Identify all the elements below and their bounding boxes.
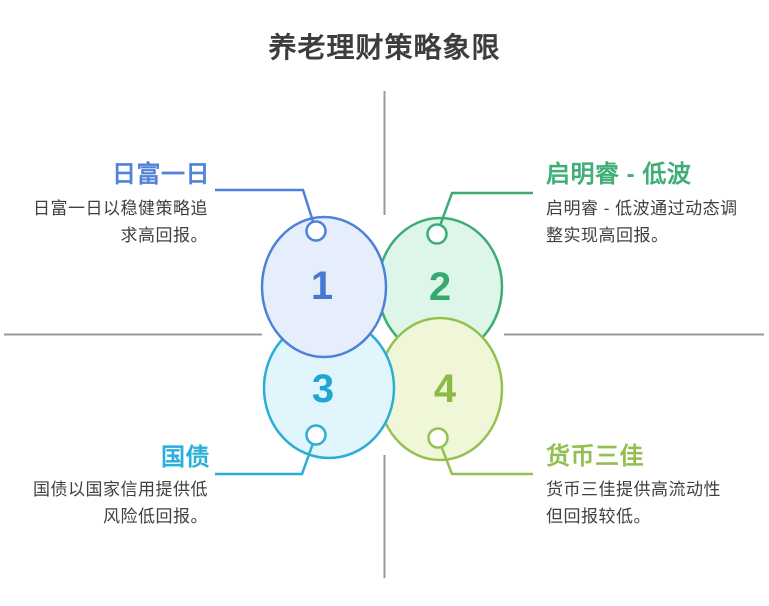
quadrant-3-description-line: 国债以国家信用提供低 (33, 480, 208, 499)
quadrant-circle-1 (260, 215, 388, 359)
anchor-ring-3 (305, 424, 327, 446)
quadrant-2-description-line: 启明睿 - 低波通过动态调 (546, 199, 738, 218)
circle-number-4: 4 (434, 367, 457, 411)
quadrant-2-description: 启明睿 - 低波通过动态调 整实现高回报。 (546, 195, 756, 249)
quadrant-3-description: 国债以国家信用提供低 风险低回报。 (30, 476, 208, 530)
quadrant-4-description: 货币三佳提供高流动性 但回报较低。 (546, 476, 756, 530)
circle-number-2: 2 (429, 265, 451, 309)
page-title: 养老理财策略象限 (268, 32, 501, 63)
quadrant-4-description-line: 但回报较低。 (546, 507, 651, 526)
quadrant-2-description-line: 整实现高回报。 (546, 226, 669, 245)
anchor-ring-2 (426, 223, 448, 245)
leader-line-3 (215, 434, 318, 476)
anchor-ring-4 (427, 427, 449, 449)
quadrant-1-description: 日富一日以稳健策略追 求高回报。 (30, 195, 208, 249)
quadrant-1-label: 日富一日 (112, 161, 210, 188)
quadrant-3-label: 国债 (161, 444, 210, 471)
quadrant-2-label: 启明睿 - 低波 (546, 161, 692, 188)
leader-line-2 (435, 191, 533, 235)
anchor-ring-1 (305, 220, 327, 242)
leader-line-1 (215, 188, 318, 232)
circle-number-1: 1 (311, 264, 333, 308)
leader-line-4 (436, 437, 533, 476)
quadrant-1-description-line: 求高回报。 (120, 226, 208, 245)
quadrant-4-label: 货币三佳 (546, 443, 644, 470)
quadrant-3-description-line: 风险低回报。 (103, 507, 208, 526)
quadrant-1-description-line: 日富一日以稳健策略追 (33, 199, 208, 218)
quadrant-4-description-line: 货币三佳提供高流动性 (546, 480, 721, 499)
circle-number-3: 3 (312, 367, 334, 411)
